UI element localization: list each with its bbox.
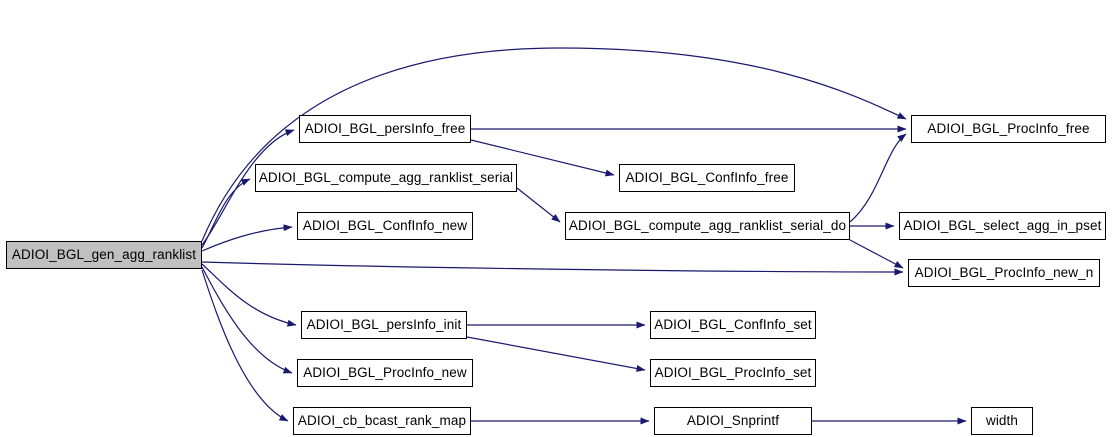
graph-node-label: ADIOI_BGL_compute_agg_ranklist_serial_do xyxy=(568,218,847,234)
graph-node-label: ADIOI_cb_bcast_rank_map xyxy=(297,413,467,429)
graph-node-label: ADIOI_BGL_select_agg_in_pset xyxy=(903,218,1102,234)
graph-node-ProcInfo_set[interactable]: ADIOI_BGL_ProcInfo_set xyxy=(650,359,816,387)
graph-node-label: ADIOI_BGL_persInfo_init xyxy=(306,317,462,333)
graph-edge-compute_agg_serial_do-to-ProcInfo_new_n xyxy=(849,239,904,269)
graph-edge-gen_agg_ranklist-to-ProcInfo_free xyxy=(201,47,907,242)
graph-edge-gen_agg_ranklist-to-ProcInfo_new_n xyxy=(201,261,904,276)
graph-node-ConfInfo_set[interactable]: ADIOI_BGL_ConfInfo_set xyxy=(650,311,816,339)
graph-node-label: ADIOI_BGL_persInfo_free xyxy=(304,121,466,137)
graph-edge-persInfo_free-to-ConfInfo_free xyxy=(470,139,615,177)
graph-node-label: ADIOI_BGL_compute_agg_ranklist_serial xyxy=(258,170,514,186)
graph-node-ConfInfo_new[interactable]: ADIOI_BGL_ConfInfo_new xyxy=(297,212,473,240)
graph-edge-gen_agg_ranklist-to-persInfo_init xyxy=(201,263,297,327)
graph-node-ConfInfo_free[interactable]: ADIOI_BGL_ConfInfo_free xyxy=(619,164,795,192)
graph-node-label: ADIOI_Snprintf xyxy=(686,413,780,429)
graph-node-cb_bcast_rank_map[interactable]: ADIOI_cb_bcast_rank_map xyxy=(293,407,471,435)
graph-node-width[interactable]: width xyxy=(971,407,1033,435)
graph-edge-compute_agg_serial-to-compute_agg_serial_do xyxy=(516,187,561,223)
graph-edge-gen_agg_ranklist-to-cb_bcast_rank_map xyxy=(201,269,289,422)
graph-node-ProcInfo_new[interactable]: ADIOI_BGL_ProcInfo_new xyxy=(297,359,473,387)
graph-node-select_agg_in_pset[interactable]: ADIOI_BGL_select_agg_in_pset xyxy=(899,212,1106,240)
graph-node-label: width xyxy=(985,413,1018,429)
graph-node-ProcInfo_free[interactable]: ADIOI_BGL_ProcInfo_free xyxy=(911,115,1106,143)
graph-node-label: ADIOI_BGL_ConfInfo_free xyxy=(625,170,789,186)
graph-edge-gen_agg_ranklist-to-ConfInfo_new xyxy=(201,224,293,252)
graph-node-label: ADIOI_BGL_ProcInfo_set xyxy=(654,365,812,381)
graph-node-label: ADIOI_BGL_ProcInfo_free xyxy=(927,121,1090,137)
graph-node-persInfo_init[interactable]: ADIOI_BGL_persInfo_init xyxy=(301,311,467,339)
graph-node-label: ADIOI_BGL_ConfInfo_set xyxy=(654,317,812,333)
graph-node-compute_agg_serial[interactable]: ADIOI_BGL_compute_agg_ranklist_serial xyxy=(255,164,517,192)
graph-node-compute_agg_serial_do[interactable]: ADIOI_BGL_compute_agg_ranklist_serial_do xyxy=(565,212,850,240)
graph-edge-gen_agg_ranklist-to-compute_agg_serial xyxy=(201,178,251,249)
graph-node-ProcInfo_new_n[interactable]: ADIOI_BGL_ProcInfo_new_n xyxy=(908,259,1100,287)
graph-node-label: ADIOI_BGL_gen_agg_ranklist xyxy=(11,247,197,263)
graph-node-persInfo_free[interactable]: ADIOI_BGL_persInfo_free xyxy=(299,115,471,143)
graph-edge-gen_agg_ranklist-to-ProcInfo_new xyxy=(201,266,293,374)
graph-edge-persInfo_init-to-ProcInfo_set xyxy=(466,336,646,372)
graph-node-label: ADIOI_BGL_ProcInfo_new xyxy=(303,365,467,381)
graph-edge-compute_agg_serial_do-to-ProcInfo_free xyxy=(849,133,907,223)
graph-node-gen_agg_ranklist[interactable]: ADIOI_BGL_gen_agg_ranklist xyxy=(6,241,202,269)
graph-node-label: ADIOI_BGL_ConfInfo_new xyxy=(302,218,468,234)
graph-node-label: ADIOI_BGL_ProcInfo_new_n xyxy=(914,265,1094,281)
graph-node-Snprintf[interactable]: ADIOI_Snprintf xyxy=(654,407,812,435)
